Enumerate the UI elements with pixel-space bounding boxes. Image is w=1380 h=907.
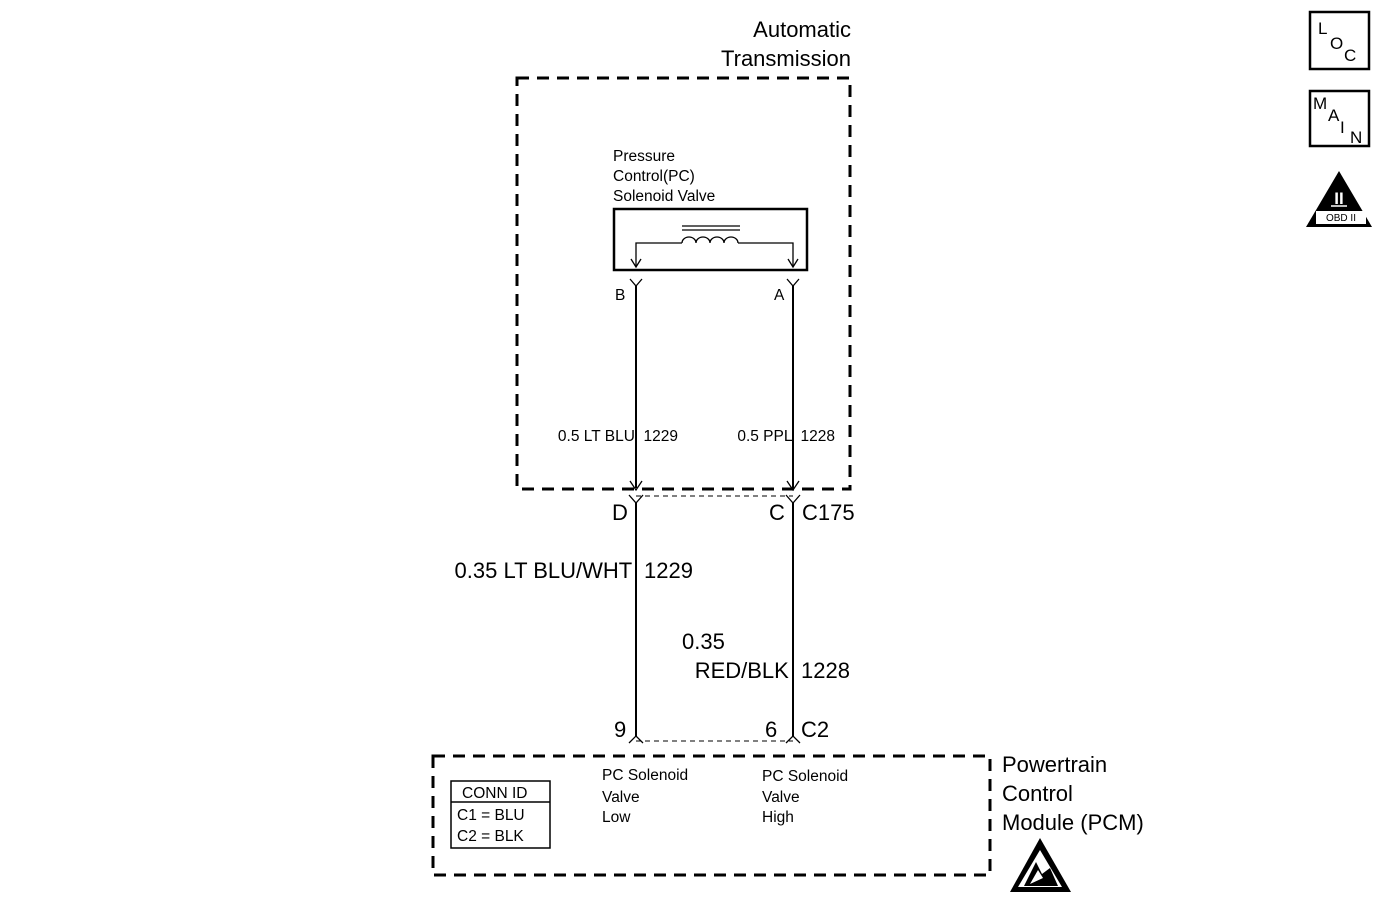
- main-icon[interactable]: M A I N: [1308, 89, 1371, 148]
- c2-pin-9-label: 9: [614, 717, 626, 742]
- wire-label-right-harness-line2: RED/BLK 1228: [695, 658, 850, 683]
- pcm-high-label-line2: Valve: [762, 789, 800, 806]
- c2-pin-9-icon: [628, 735, 644, 744]
- connector-c2: 9 6 C2: [614, 717, 829, 744]
- pcm-high-label-line3: High: [762, 809, 794, 826]
- conn-id-header: CONN ID: [462, 785, 527, 802]
- pcm-title-line2: Control: [1002, 781, 1073, 806]
- terminal-b-label: B: [615, 287, 625, 304]
- obd-ii-icon[interactable]: II OBD II: [1306, 171, 1372, 227]
- c175-pin-c-label: C: [769, 500, 785, 525]
- terminal-b-connector-icon: [629, 278, 643, 287]
- internal-wires: 0.5 LT BLU 1229 0.5 PPL 1228: [558, 286, 835, 492]
- transmission-title-line1: Automatic: [753, 17, 851, 42]
- main-icon-letter-m: M: [1313, 94, 1327, 113]
- loc-icon[interactable]: L O C: [1308, 10, 1371, 71]
- main-icon-letter-i: I: [1340, 118, 1345, 137]
- terminal-a-label: A: [774, 287, 785, 304]
- pcm-low-label-line1: PC Solenoid: [602, 767, 688, 784]
- pcm-component: Powertrain Control Module (PCM) PC Solen…: [431, 752, 1144, 892]
- pcm-low-label-line3: Low: [602, 809, 631, 826]
- conn-id-row1: C1 = BLU: [457, 807, 525, 824]
- c2-name-label: C2: [801, 717, 829, 742]
- wire-label-left-internal: 0.5 LT BLU 1229: [558, 428, 678, 445]
- wire-label-right-internal: 0.5 PPL 1228: [737, 428, 835, 445]
- automatic-transmission-component: Automatic Transmission: [515, 17, 852, 491]
- main-icon-letter-n: N: [1350, 128, 1362, 147]
- solenoid-label-line1: Pressure: [613, 148, 675, 165]
- coil-icon: [630, 225, 799, 269]
- main-icon-letter-a: A: [1328, 106, 1340, 125]
- loc-icon-letter-c: C: [1344, 46, 1356, 65]
- conn-id-row2: C2 = BLK: [457, 828, 524, 845]
- terminal-a-connector-icon: [786, 278, 800, 287]
- harness-wires: 0.35 LT BLU/WHT 1229 0.35 RED/BLK 1228: [455, 503, 850, 736]
- wire-1228-arrow-icon: [786, 480, 800, 492]
- pcm-low-label-line2: Valve: [602, 789, 640, 806]
- solenoid-label-line3: Solenoid Valve: [613, 188, 715, 205]
- c2-pin-6-icon: [785, 735, 801, 744]
- loc-icon-letter-l: L: [1318, 19, 1327, 38]
- solenoid-label-line2: Control(PC): [613, 168, 695, 185]
- c175-pin-d-label: D: [612, 500, 628, 525]
- transmission-boundary: [515, 76, 852, 491]
- c175-name-label: C175: [802, 500, 855, 525]
- transmission-title-line2: Transmission: [721, 46, 851, 71]
- wire-label-left-harness: 0.35 LT BLU/WHT 1229: [455, 558, 693, 583]
- conn-id-table: CONN ID C1 = BLU C2 = BLK: [450, 780, 551, 849]
- pcm-title-line3: Module (PCM): [1002, 810, 1144, 835]
- loc-icon-letter-o: O: [1330, 34, 1343, 53]
- pcm-title-line1: Powertrain: [1002, 752, 1107, 777]
- obd-ii-roman-label: II: [1334, 189, 1343, 208]
- pcm-high-label-line1: PC Solenoid: [762, 768, 848, 785]
- c2-pin-6-label: 6: [765, 717, 777, 742]
- esd-warning-icon: [1010, 838, 1071, 892]
- obd-ii-text-label: OBD II: [1326, 213, 1356, 224]
- wire-label-right-harness-line1: 0.35: [682, 629, 725, 654]
- wire-1229-arrow-icon: [629, 480, 643, 492]
- connector-c175: D C C175: [612, 494, 855, 525]
- pc-solenoid-valve: Pressure Control(PC) Solenoid Valve B A: [612, 148, 809, 304]
